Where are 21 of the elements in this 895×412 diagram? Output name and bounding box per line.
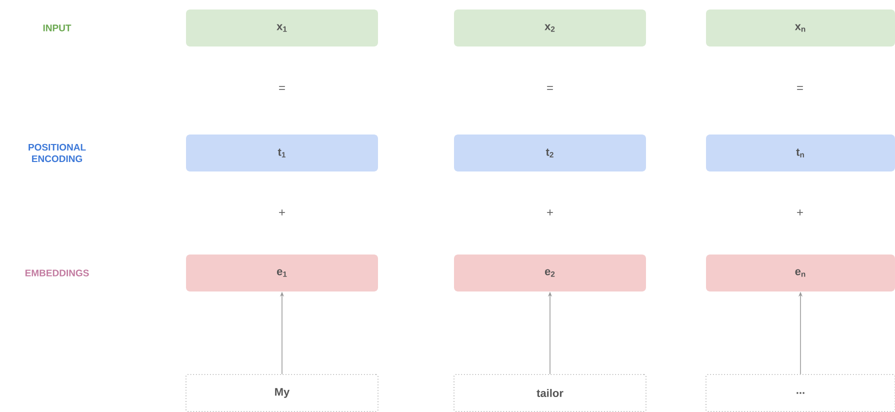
equals-sign: = [279, 86, 285, 90]
embedding-box: e$_{2}$ [454, 254, 646, 292]
embedding-box: e$_{1}$ [186, 254, 378, 292]
row-label: POSITIONAL ENCODING [28, 144, 86, 162]
word-box: tailor [454, 374, 646, 412]
plus-sign: + [797, 210, 803, 216]
equals-sign: = [797, 86, 803, 90]
input-box: x$_{2}$ [454, 10, 646, 46]
encoding-box: t$_{n}$ [706, 134, 895, 172]
input-box: x$_{1}$ [186, 10, 378, 46]
plus-sign: + [547, 210, 553, 216]
embedding-box: e$_{n}$ [706, 254, 895, 292]
row-label: INPUT [43, 24, 72, 32]
equals-sign: = [547, 86, 553, 90]
word-box: My [186, 374, 378, 412]
encoding-box: t$_{2}$ [454, 134, 646, 172]
plus-sign: + [279, 210, 285, 216]
row-label: EMBEDDINGS [25, 270, 89, 276]
encoding-box: t$_{1}$ [186, 134, 378, 172]
input-box: x$_{n}$ [706, 10, 895, 46]
word-box: ... [706, 374, 895, 412]
